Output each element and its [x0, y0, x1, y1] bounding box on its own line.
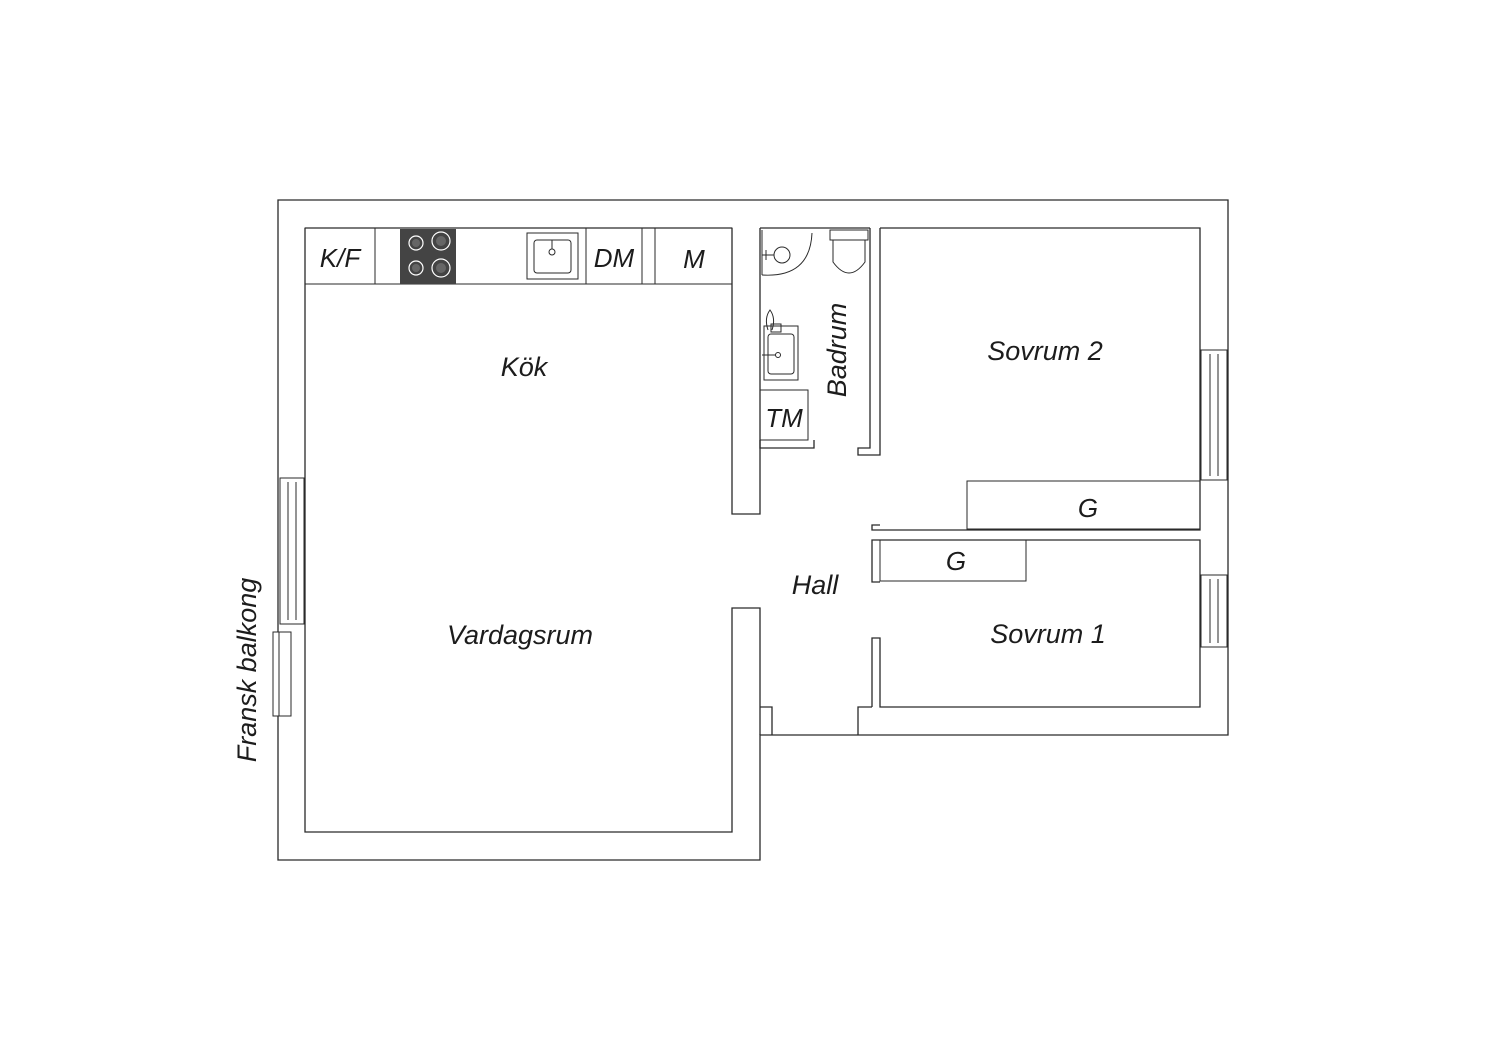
window-bedroom-1 [1200, 574, 1228, 648]
washing-machine-label: TM [765, 403, 803, 433]
room-label-hall: Hall [792, 570, 840, 600]
microwave-label: M [683, 244, 705, 274]
kitchen-sink-icon [526, 232, 579, 280]
outer-walls [277, 199, 1229, 861]
fridge-freezer-label: K/F [320, 243, 363, 273]
room-label-badrum: Badrum [822, 303, 852, 398]
wardrobe-label-bedroom-1: G [946, 546, 966, 576]
kitchen-counter [304, 227, 733, 285]
wardrobe-bedroom-1 [879, 539, 1027, 582]
balcony-label: Fransk balkong [232, 578, 262, 763]
wardrobe-label-bedroom-2: G [1078, 493, 1098, 523]
wardrobe-bedroom-2 [966, 480, 1201, 530]
washing-machine-box [759, 389, 809, 441]
windows [272, 349, 1228, 717]
french-balcony-door [272, 631, 292, 717]
washbasin-icon [762, 309, 799, 381]
shower-icon [761, 230, 813, 276]
window-living-room [279, 477, 305, 625]
stove-icon [400, 229, 456, 284]
room-label-sovrum-2: Sovrum 2 [987, 336, 1103, 366]
room-label-vardagsrum: Vardagsrum [447, 620, 593, 650]
dishwasher-label: DM [594, 243, 635, 273]
room-label-kok: Kök [501, 352, 549, 382]
room-label-sovrum-1: Sovrum 1 [990, 619, 1106, 649]
window-bedroom-2 [1200, 349, 1228, 481]
toilet-icon [829, 229, 869, 274]
